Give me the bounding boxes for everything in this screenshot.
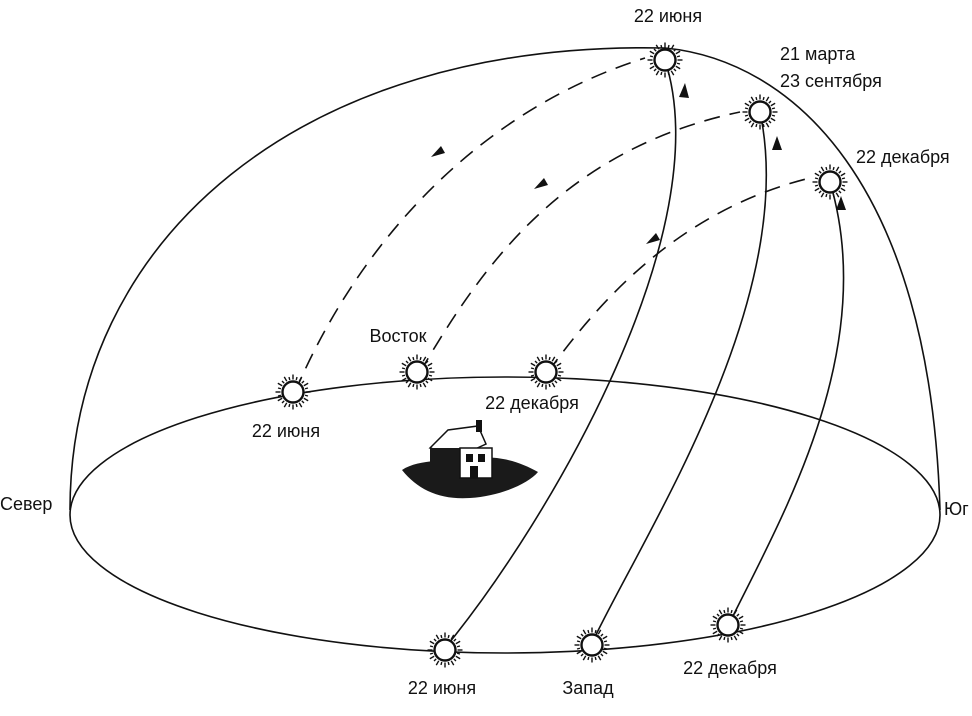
label-summer-sunrise: 22 июня xyxy=(252,421,320,441)
label-summer-top: 22 июня xyxy=(634,6,702,26)
summer-afternoon-path xyxy=(444,59,677,649)
sun-icon xyxy=(573,626,611,664)
arrow-equinox-morning xyxy=(534,178,548,189)
arrow-summer-morning xyxy=(431,146,445,157)
arrow-equinox xyxy=(772,136,782,150)
label-west: Запад xyxy=(562,678,614,698)
house-icon xyxy=(402,420,538,499)
summer-morning-path xyxy=(294,57,646,393)
label-equinox-line1: 21 марта xyxy=(780,44,856,64)
label-summer-sunset: 22 июня xyxy=(408,678,476,698)
sun-icon xyxy=(426,631,464,669)
sun-icon xyxy=(709,606,747,644)
label-north: Север xyxy=(0,494,52,514)
winter-afternoon-path xyxy=(729,181,845,623)
sun-icon xyxy=(527,353,565,391)
sun-icon xyxy=(741,93,779,131)
arrow-winter xyxy=(836,196,846,210)
label-winter-top: 22 декабря xyxy=(856,147,950,167)
winter-morning-path xyxy=(547,177,811,373)
label-winter-sunrise: 22 декабря xyxy=(485,393,579,413)
sun-icon xyxy=(811,163,849,201)
label-south: Юг xyxy=(944,499,969,519)
equinox-afternoon-path xyxy=(591,111,768,644)
sky-dome xyxy=(69,47,941,511)
arrow-winter-morning xyxy=(646,233,660,244)
arrow-summer xyxy=(679,83,689,98)
label-east: Восток xyxy=(370,326,427,346)
horizon-ellipse xyxy=(69,376,941,654)
label-winter-sunset: 22 декабря xyxy=(683,658,777,678)
sun-icon xyxy=(398,353,436,391)
equinox-morning-path xyxy=(419,111,741,373)
label-equinox-line2: 23 сентября xyxy=(780,71,882,91)
